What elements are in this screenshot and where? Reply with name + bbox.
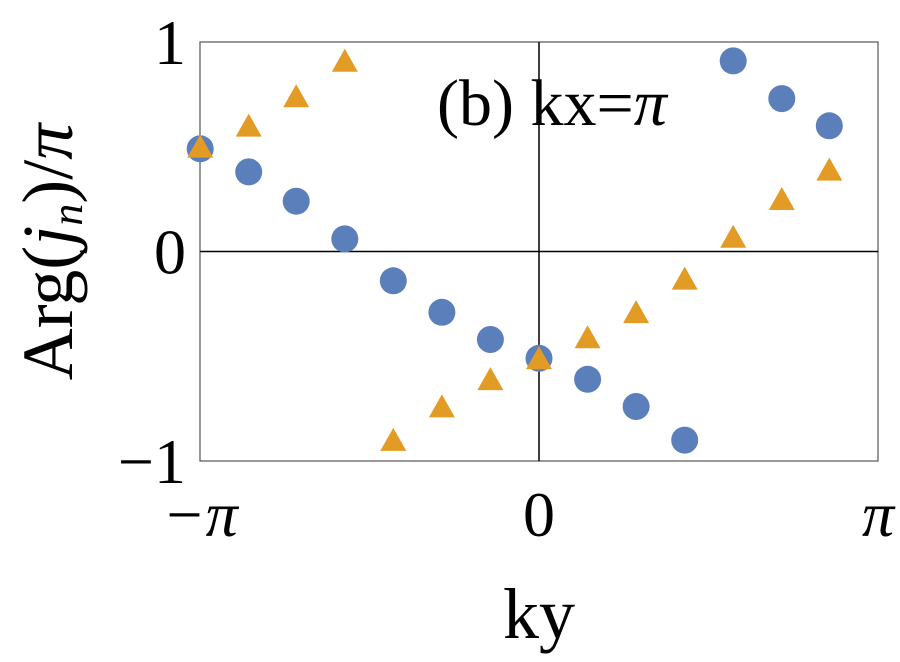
triangle-point-10 bbox=[671, 266, 698, 290]
triangle-point-1 bbox=[235, 113, 262, 137]
circle-point-9 bbox=[622, 393, 650, 420]
x-tick-label-0: −π bbox=[162, 479, 239, 550]
circle-point-4 bbox=[379, 267, 407, 295]
triangle-point-12 bbox=[768, 187, 795, 210]
circle-point-8 bbox=[574, 365, 602, 393]
circle-point-11 bbox=[719, 47, 747, 75]
circle-point-10 bbox=[671, 426, 699, 454]
triangle-point-4 bbox=[380, 427, 407, 451]
y-title-sub: n bbox=[43, 204, 92, 226]
y-tick-label-0: −1 bbox=[118, 426, 186, 497]
y-tick-label-2: 1 bbox=[154, 7, 186, 78]
circle-point-5 bbox=[428, 298, 456, 326]
triangle-point-2 bbox=[283, 84, 310, 108]
y-tick-labels: −1 0 1 bbox=[118, 7, 186, 497]
triangle-point-11 bbox=[720, 224, 747, 248]
triangle-point-13 bbox=[816, 157, 843, 181]
circle-point-6 bbox=[476, 326, 504, 353]
triangle-point-9 bbox=[623, 300, 650, 324]
triangle-point-8 bbox=[574, 325, 601, 349]
x-axis-title: ky bbox=[503, 574, 575, 654]
data-marks bbox=[186, 47, 843, 454]
triangle-point-0 bbox=[187, 134, 214, 158]
y-title-pi: π bbox=[8, 122, 88, 160]
x-tick-labels: −π 0 π bbox=[162, 479, 896, 550]
circle-point-13 bbox=[815, 112, 843, 140]
y-title-close: ) bbox=[8, 180, 88, 204]
y-title-func: Arg( bbox=[8, 246, 88, 381]
circle-point-12 bbox=[768, 85, 796, 113]
triangle-point-3 bbox=[331, 48, 358, 72]
x-tick-label-1: 0 bbox=[523, 479, 555, 550]
y-title-slash: / bbox=[8, 160, 88, 180]
y-axis-title: Arg(jn)/π bbox=[8, 122, 92, 381]
panel-annotation: (b) kx=π bbox=[437, 67, 669, 140]
annotation-symbol: π bbox=[634, 67, 669, 140]
y-tick-label-1: 0 bbox=[154, 217, 186, 288]
circle-point-1 bbox=[235, 158, 263, 186]
circle-point-3 bbox=[331, 225, 359, 253]
circle-point-2 bbox=[282, 187, 310, 215]
triangle-point-5 bbox=[428, 394, 455, 418]
x-tick-label-2: π bbox=[862, 479, 896, 550]
triangle-point-6 bbox=[477, 367, 504, 391]
triangle-point-7 bbox=[526, 346, 552, 370]
annotation-prefix: (b) kx= bbox=[437, 67, 634, 140]
